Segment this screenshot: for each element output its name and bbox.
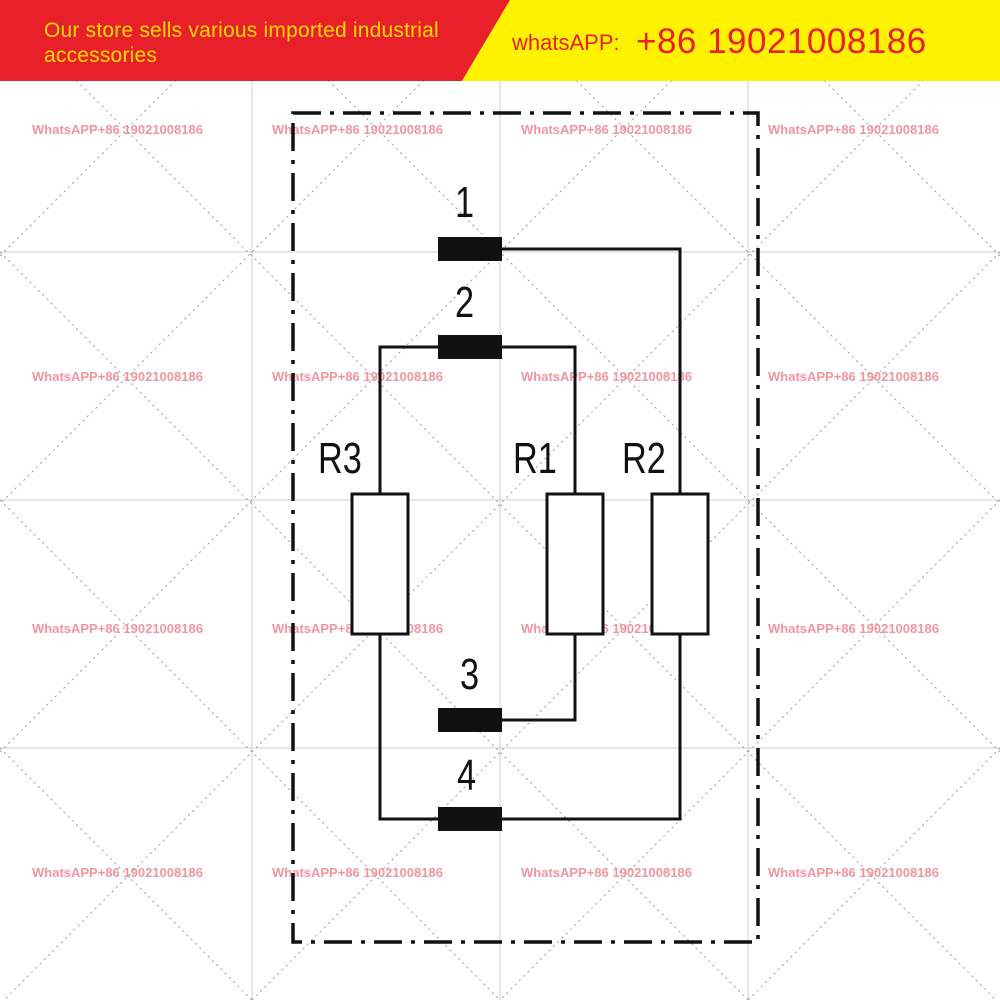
whatsapp-label: whatsAPP: bbox=[512, 30, 620, 55]
watermark-text: WhatsAPP+86 19021008186 bbox=[32, 122, 203, 137]
watermark-text: WhatsAPP+86 19021008186 bbox=[521, 865, 692, 880]
terminal-2 bbox=[438, 335, 502, 359]
watermark-text: WhatsAPP+86 19021008186 bbox=[768, 865, 939, 880]
terminal-label-2: 2 bbox=[455, 278, 475, 327]
wire-terminal-1-r2 bbox=[500, 247, 682, 494]
enclosure-outline bbox=[291, 111, 760, 944]
watermark-text: WhatsAPP+86 19021008186 bbox=[272, 122, 443, 137]
resistor-label-r3: R3 bbox=[318, 434, 362, 483]
resistor-r1 bbox=[545, 492, 605, 636]
wire-r1-terminal-3 bbox=[500, 634, 577, 722]
wire-r2-terminal-4 bbox=[500, 634, 682, 821]
banner-background bbox=[0, 0, 1000, 81]
wire-terminal-2-r3 bbox=[378, 345, 440, 494]
watermark-text: WhatsAPP+86 19021008186 bbox=[272, 369, 443, 384]
terminal-1 bbox=[438, 237, 502, 261]
watermark-text: WhatsAPP+86 19021008186 bbox=[521, 369, 692, 384]
resistor-r3 bbox=[350, 492, 410, 636]
watermark-text: WhatsAPP+86 19021008186 bbox=[32, 621, 203, 636]
wire-terminal-2-r1 bbox=[500, 345, 577, 494]
terminal-3 bbox=[438, 708, 502, 732]
whatsapp-number: +86 19021008186 bbox=[636, 22, 927, 61]
watermark-text: WhatsAPP+86 19021008186 bbox=[768, 122, 939, 137]
terminal-label-1: 1 bbox=[455, 178, 475, 227]
promo-banner: Our store sells various imported industr… bbox=[0, 0, 1000, 81]
watermark-text: WhatsAPP+86 19021008186 bbox=[768, 369, 939, 384]
wire-r3-terminal-4 bbox=[378, 634, 440, 821]
watermark-text: WhatsAPP+86 19021008186 bbox=[32, 865, 203, 880]
resistor-label-r1: R1 bbox=[513, 434, 557, 483]
watermark-text: WhatsAPP+86 19021008186 bbox=[521, 122, 692, 137]
banner-store-text: Our store sells various imported industr… bbox=[44, 19, 439, 67]
terminal-label-3: 3 bbox=[460, 650, 480, 699]
watermark-text: WhatsAPP+86 19021008186 bbox=[272, 865, 443, 880]
watermark-text: WhatsAPP+86 19021008186 bbox=[32, 369, 203, 384]
watermark-text: WhatsAPP+86 19021008186 bbox=[768, 621, 939, 636]
terminal-label-4: 4 bbox=[457, 751, 477, 800]
resistor-label-r2: R2 bbox=[622, 434, 666, 483]
terminal-4 bbox=[438, 807, 502, 831]
resistor-r2 bbox=[650, 492, 710, 636]
